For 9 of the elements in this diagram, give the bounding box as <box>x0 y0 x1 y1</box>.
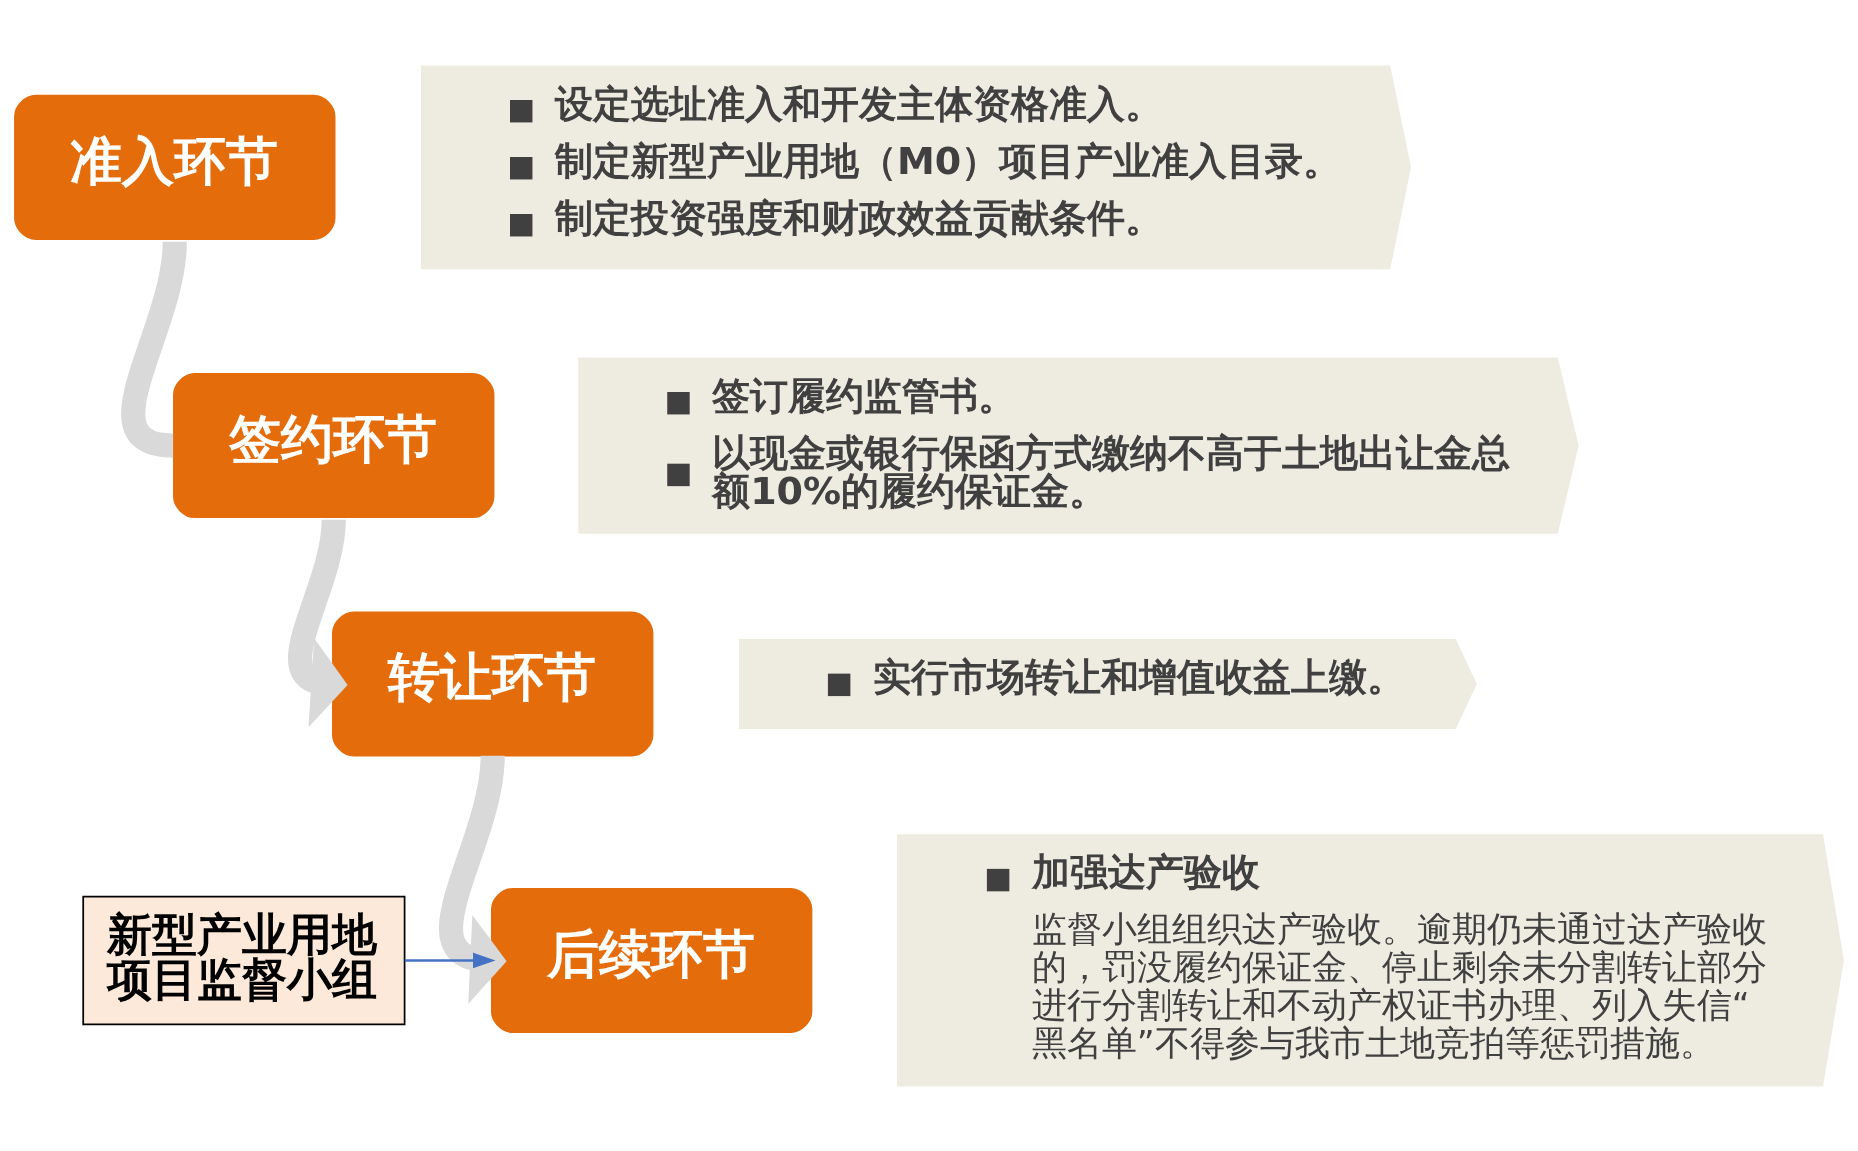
node-box: 新型产业用地项目监督小组 <box>82 895 406 1025</box>
arrow <box>288 518 348 727</box>
node-box: 转让环节 <box>332 610 654 757</box>
arrow <box>404 952 496 968</box>
connector <box>121 240 187 458</box>
node-box: 签约环节 <box>173 372 495 518</box>
node-box: 后续环节 <box>491 887 813 1033</box>
node-box: 准入环节 <box>14 94 336 240</box>
arrow <box>439 754 507 1004</box>
